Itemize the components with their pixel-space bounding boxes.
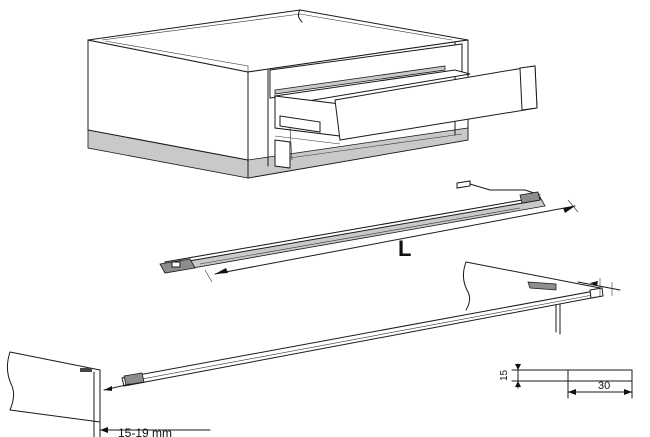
board-offset-arrow xyxy=(103,383,131,391)
length-dimension-line xyxy=(214,205,576,275)
offset-height-label: 15 xyxy=(499,369,510,381)
runner-mounting-illustration xyxy=(121,261,621,387)
side-panel-detail: 15-19 mm xyxy=(6,351,211,437)
drawer-runner-illustration: L xyxy=(159,180,579,283)
offset-detail: 30 15 xyxy=(499,363,633,399)
cabinet-illustration xyxy=(87,9,538,179)
installed-runner xyxy=(274,65,446,95)
offset-width-label: 30 xyxy=(598,380,610,392)
panel-thickness-label: 15-19 mm xyxy=(118,426,172,437)
length-label: L xyxy=(398,236,411,261)
